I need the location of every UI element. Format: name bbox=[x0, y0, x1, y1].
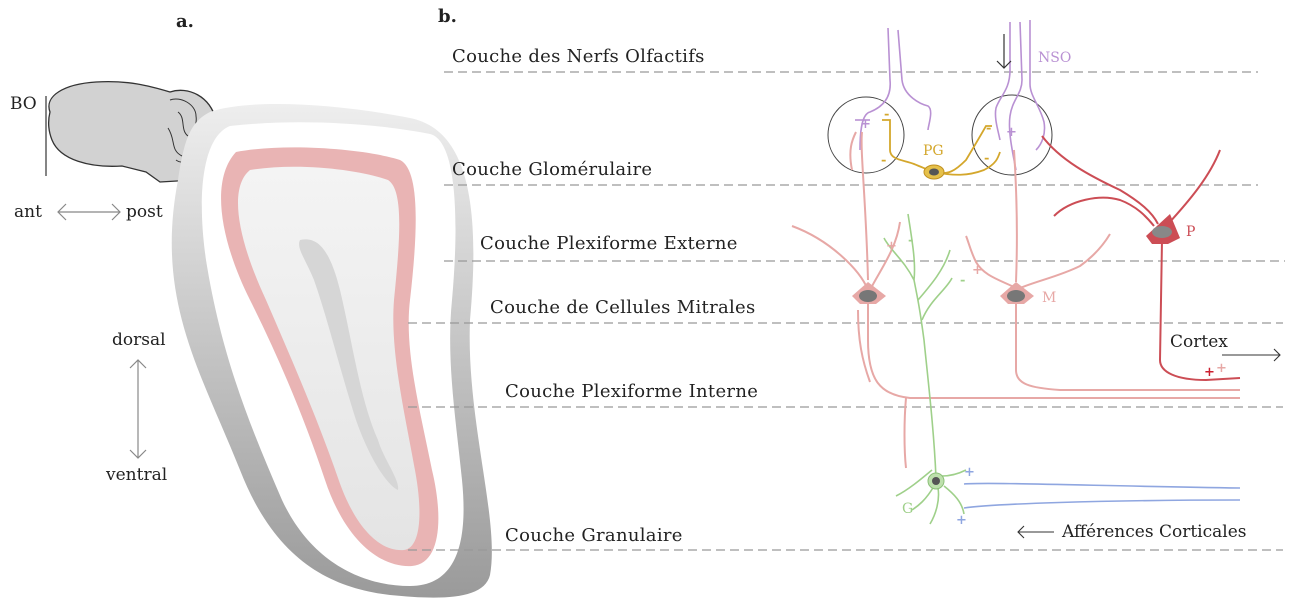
svg-text:+: + bbox=[972, 263, 983, 278]
panel-b-label: b. bbox=[438, 6, 457, 27]
svg-text:-: - bbox=[986, 121, 991, 136]
svg-text:-: - bbox=[960, 273, 965, 288]
m-label: M bbox=[1042, 290, 1056, 306]
mitral-collateral bbox=[905, 398, 907, 468]
svg-text:+: + bbox=[1216, 361, 1227, 376]
svg-text:+: + bbox=[956, 513, 967, 528]
svg-text:+: + bbox=[860, 117, 871, 132]
mitral-nucleus-right bbox=[1007, 290, 1025, 302]
nso-arrow bbox=[997, 34, 1011, 68]
afferences-arrow bbox=[1018, 526, 1054, 538]
synapse-signs: + - - + - - + - + - + + + + bbox=[860, 107, 1227, 528]
g-nucleus bbox=[932, 477, 940, 485]
cortical-afferents bbox=[964, 483, 1240, 508]
layer-label-cellules-mitrales: Couche de Cellules Mitrales bbox=[490, 297, 756, 318]
layer-label-granulaire: Couche Granulaire bbox=[505, 525, 683, 546]
svg-text:+: + bbox=[1006, 125, 1017, 140]
svg-text:-: - bbox=[984, 151, 989, 166]
p-nucleus bbox=[1152, 226, 1172, 238]
glomerulus-left bbox=[828, 97, 904, 173]
svg-text:-: - bbox=[881, 153, 886, 168]
ant-label: ant bbox=[14, 202, 42, 222]
layer-label-glomerulaire: Couche Glomérulaire bbox=[452, 159, 652, 180]
svg-text:-: - bbox=[908, 233, 913, 248]
dorsal-label: dorsal bbox=[112, 330, 166, 350]
p-label: P bbox=[1186, 224, 1195, 240]
svg-text:+: + bbox=[964, 465, 975, 480]
cortex-label: Cortex bbox=[1170, 332, 1228, 352]
nso-label: NSO bbox=[1038, 50, 1071, 66]
afferences-label: Afférences Corticales bbox=[1061, 522, 1246, 542]
post-label: post bbox=[126, 202, 163, 222]
mitral-nucleus-left bbox=[859, 290, 877, 302]
layer-label-nerfs-olfactifs: Couche des Nerfs Olfactifs bbox=[452, 46, 705, 67]
panel-a-label: a. bbox=[176, 11, 194, 32]
cortex-arrow bbox=[1222, 349, 1280, 361]
pg-label: PG bbox=[923, 143, 944, 159]
layer-label-plexiforme-externe: Couche Plexiforme Externe bbox=[480, 233, 738, 254]
g-label: G bbox=[902, 501, 913, 517]
layer-label-plexiforme-interne: Couche Plexiforme Interne bbox=[505, 381, 758, 402]
svg-text:+: + bbox=[1204, 365, 1215, 380]
svg-text:-: - bbox=[884, 107, 889, 122]
ant-post-arrow bbox=[58, 204, 120, 220]
dorsal-ventral-arrow bbox=[130, 360, 146, 458]
bulb-section bbox=[172, 104, 492, 598]
bo-label: BO bbox=[10, 94, 37, 114]
svg-text:+: + bbox=[886, 239, 897, 254]
ventral-label: ventral bbox=[105, 465, 167, 485]
